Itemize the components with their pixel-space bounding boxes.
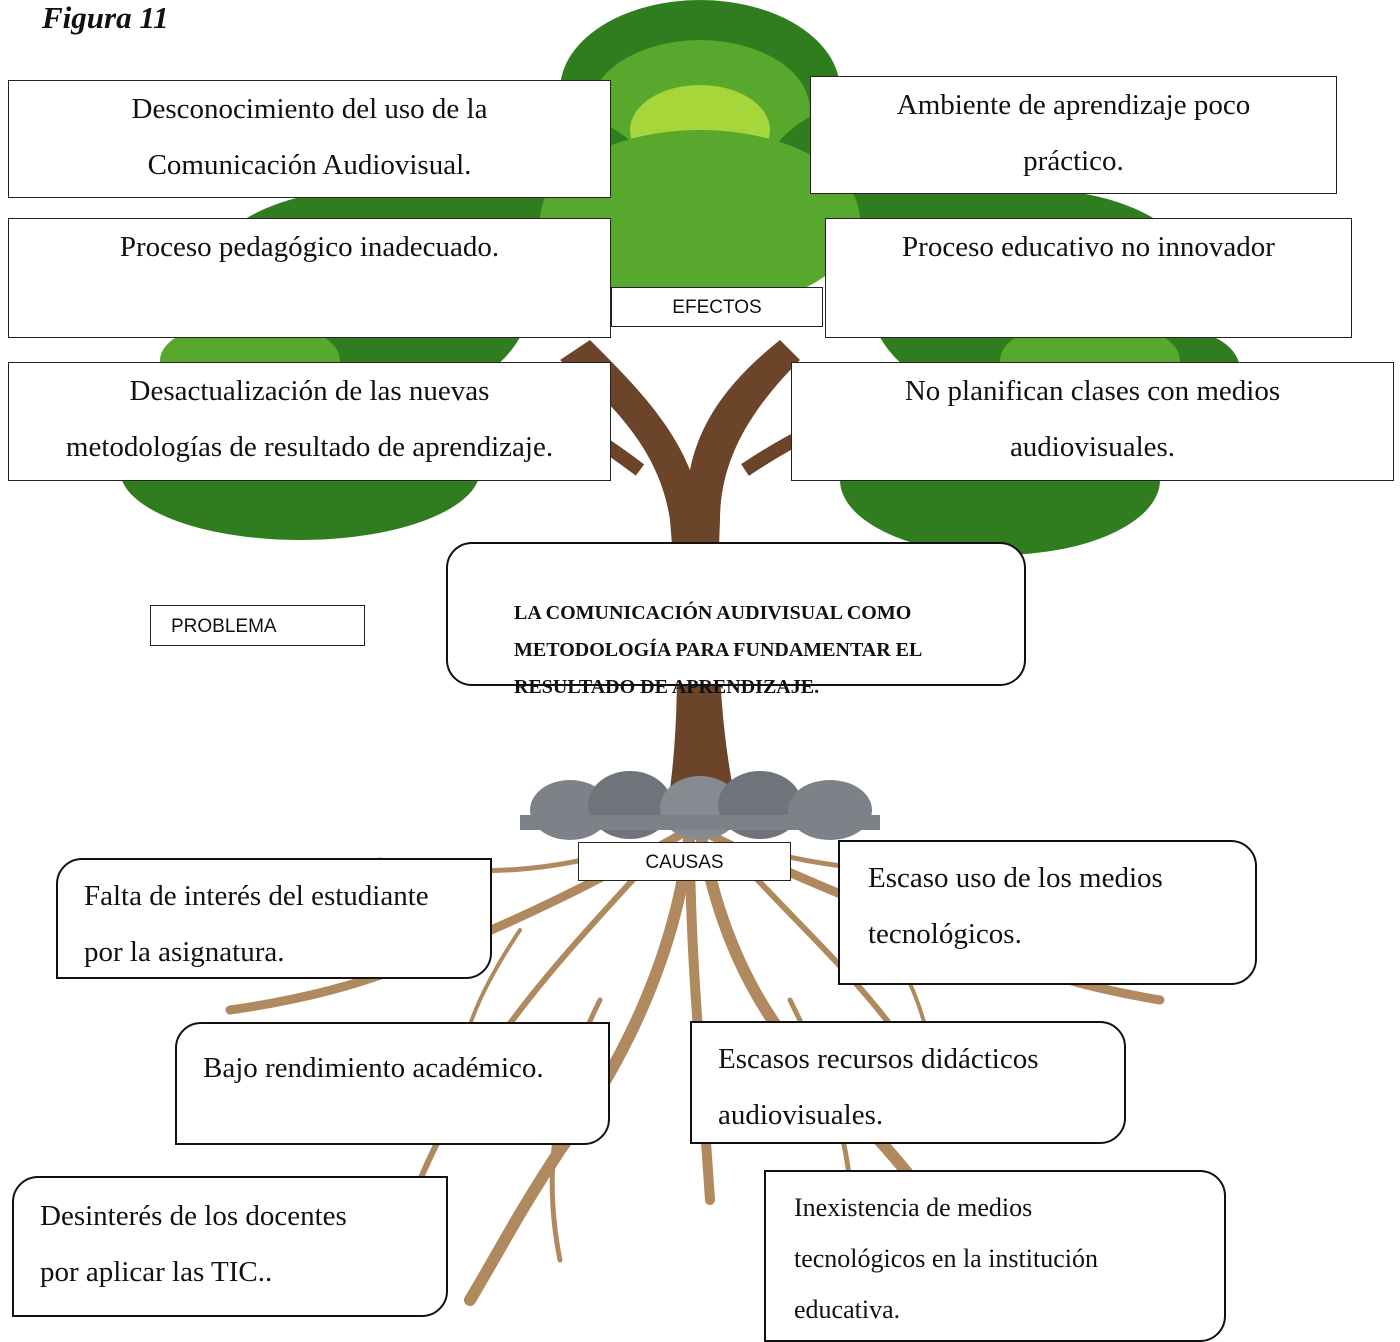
- effect-box-1: Desconocimiento del uso de la Comunicaci…: [8, 80, 611, 198]
- problema-label: PROBLEMA: [150, 605, 365, 646]
- effect-box-5: Desactualización de las nuevas metodolog…: [8, 362, 611, 481]
- central-problem: LA COMUNICACIÓN AUDIVISUAL COMO METODOLO…: [446, 542, 1026, 698]
- figure-caption: Figura 11: [42, 0, 169, 35]
- stones: [520, 771, 880, 840]
- causas-label: CAUSAS: [578, 842, 791, 881]
- effect-box-6: No planifican clases con medios audiovis…: [791, 362, 1394, 481]
- central-problem-text: LA COMUNICACIÓN AUDIVISUAL COMO METODOLO…: [514, 602, 923, 698]
- cause-box-1: Falta de interés del estudiante por la a…: [56, 858, 492, 979]
- cause-box-2: Escaso uso de los medios tecnológicos.: [838, 840, 1257, 985]
- efectos-label: EFECTOS: [611, 287, 823, 327]
- cause-box-5: Desinterés de los docentes por aplicar l…: [12, 1176, 448, 1317]
- effect-box-2: Ambiente de aprendizaje poco práctico.: [810, 76, 1337, 194]
- effect-box-3: Proceso pedagógico inadecuado.: [8, 218, 611, 338]
- cause-box-6: Inexistencia de medios tecnológicos en l…: [764, 1170, 1226, 1342]
- cause-box-3: Bajo rendimiento académico.: [175, 1022, 610, 1145]
- cause-box-4: Escasos recursos didácticos audiovisuale…: [690, 1021, 1126, 1144]
- effect-box-4: Proceso educativo no innovador: [825, 218, 1352, 338]
